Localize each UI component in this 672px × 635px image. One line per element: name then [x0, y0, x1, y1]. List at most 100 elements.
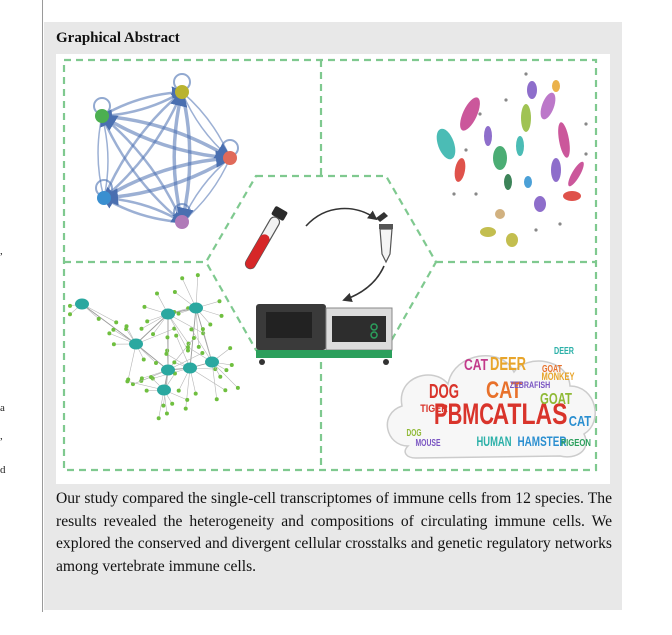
grn-hub: [161, 364, 175, 376]
grn-leaf: [151, 332, 156, 337]
graphical-abstract-box: Graphical Abstract: [44, 22, 622, 610]
grn-edge: [167, 313, 189, 344]
margin-fragment: d: [0, 464, 6, 476]
umap-cluster: [551, 158, 561, 182]
sequencer-icon: [256, 304, 393, 365]
cell-crosstalk-network: [93, 73, 239, 229]
grn-leaf: [111, 327, 116, 332]
grn-leaf: [195, 273, 200, 278]
word-cloud-word: GOAT: [540, 391, 572, 408]
crosstalk-node: [223, 151, 237, 165]
crosstalk-edge: [99, 114, 231, 160]
crosstalk-node: [95, 109, 109, 123]
umap-point: [534, 228, 538, 232]
grn-leaf: [96, 316, 101, 321]
word-cloud-word: MOUSE: [416, 438, 441, 449]
grn-leaf: [145, 319, 150, 324]
crosstalk-edge: [100, 113, 183, 223]
abstract-text: Our study compared the single-cell trans…: [56, 490, 612, 575]
umap-cluster: [454, 158, 466, 182]
grn-edge: [167, 337, 195, 371]
word-cloud-word: GOAT: [542, 364, 562, 375]
grn-leaf: [180, 276, 185, 281]
umap-cluster: [524, 176, 532, 188]
grn-edge: [175, 335, 191, 369]
umap-cluster: [436, 128, 456, 160]
abstract-heading: Graphical Abstract: [56, 30, 180, 46]
grn-edge: [127, 343, 137, 380]
margin-fragment: ,: [0, 245, 3, 257]
grn-leaf: [111, 342, 116, 347]
grn-leaf: [214, 397, 219, 402]
grn-link: [135, 313, 169, 345]
word-cloud-word: ZEBRAFISH: [510, 380, 551, 390]
word-cloud-word: PBMC: [434, 398, 494, 431]
crosstalk-node: [175, 215, 189, 229]
word-cloud-word: DOG: [429, 381, 459, 403]
grn-leaf: [189, 327, 194, 332]
grn-leaf: [153, 360, 158, 365]
umap-point: [464, 148, 468, 152]
word-cloud-word: TIGER: [420, 403, 448, 415]
grn-leaf: [185, 348, 190, 353]
grn-edge: [135, 328, 175, 345]
word-cloud-word: HUMAN: [477, 433, 512, 449]
grn-leaf: [235, 385, 240, 390]
grn-leaf: [144, 388, 149, 393]
grn-edge: [202, 329, 213, 363]
grn-leaf: [170, 401, 175, 406]
umap-point: [584, 122, 588, 126]
grn-hub: [129, 338, 143, 350]
umap-point: [504, 98, 508, 102]
umap-cluster: [563, 191, 581, 201]
word-cloud-word: MONKEY: [542, 371, 575, 383]
umap-cluster: [495, 209, 505, 219]
grn-leaf: [165, 348, 170, 353]
crosstalk-edge: [101, 196, 183, 224]
grn-leaf: [196, 344, 201, 349]
umap-cluster: [460, 97, 480, 131]
gene-regulatory-network: [68, 273, 240, 421]
crosstalk-edge: [97, 114, 105, 199]
grn-leaf: [107, 331, 112, 336]
crosstalk-edge: [181, 157, 232, 223]
grn-leaf: [141, 357, 146, 362]
grn-leaf: [228, 346, 233, 351]
umap-cluster: [534, 196, 546, 212]
umap-point: [524, 72, 528, 76]
grn-hub: [75, 298, 89, 310]
grn-leaf: [164, 411, 169, 416]
grn-leaf: [172, 326, 177, 331]
grn-leaf: [193, 391, 198, 396]
grn-leaf: [124, 324, 129, 329]
blood-tube-icon: [244, 206, 288, 270]
umap-cluster: [516, 136, 524, 156]
grn-leaf: [176, 388, 181, 393]
grn-leaf: [68, 303, 72, 308]
crosstalk-edge: [176, 91, 194, 226]
sample-tube-icon: [376, 212, 393, 264]
grn-link: [81, 303, 137, 345]
word-cloud-word: PIGEON: [561, 438, 591, 449]
grn-leaf: [172, 290, 177, 295]
word-cloud-word: DEER: [490, 354, 526, 374]
grn-leaf: [174, 333, 179, 338]
umap-cluster: [484, 126, 492, 146]
grn-leaf: [218, 374, 223, 379]
word-cloud-word: CAT: [464, 357, 488, 374]
grn-leaf: [142, 304, 147, 309]
crosstalk-node: [175, 85, 189, 99]
umap-cluster: [558, 122, 570, 158]
grn-leaf: [183, 406, 188, 411]
grn-leaf: [68, 312, 72, 317]
umap-cluster-plot: [436, 72, 588, 247]
grn-leaf: [156, 416, 161, 421]
umap-point: [584, 152, 588, 156]
word-cloud-word: HAMSTER: [518, 433, 567, 449]
grn-leaf: [114, 320, 119, 325]
grn-leaf: [185, 397, 190, 402]
word-cloud-word: CAT: [486, 377, 522, 404]
umap-point: [558, 222, 562, 226]
